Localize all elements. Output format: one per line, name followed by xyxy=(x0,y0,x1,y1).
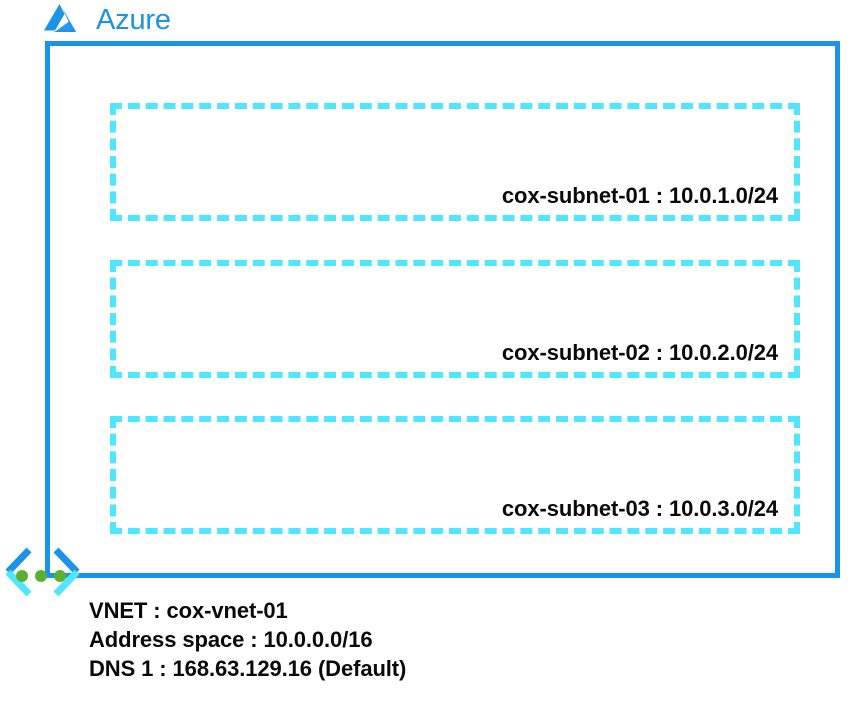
caption-line-dns: DNS 1 : 168.63.129.16 (Default) xyxy=(89,656,407,681)
azure-brand-lockup: Azure xyxy=(42,0,171,40)
subnet-label-1: cox-subnet-01 : 10.0.1.0/24 xyxy=(501,183,778,208)
vnet-container: cox-subnet-01 : 10.0.1.0/24 cox-subnet-0… xyxy=(45,41,840,578)
subnet-label-2: cox-subnet-02 : 10.0.2.0/24 xyxy=(501,340,778,365)
vnet-gateway-connector-icon xyxy=(4,543,90,599)
subnet-label-3: cox-subnet-03 : 10.0.3.0/24 xyxy=(501,496,778,521)
caption-line-vnet: VNET : cox-vnet-01 xyxy=(89,598,288,623)
vnet-caption-block: VNET : cox-vnet-01 Address space : 10.0.… xyxy=(89,596,589,683)
azure-brand-name: Azure xyxy=(96,3,171,36)
subnet-box-2: cox-subnet-02 : 10.0.2.0/24 xyxy=(110,260,800,378)
subnet-box-1: cox-subnet-01 : 10.0.1.0/24 xyxy=(110,103,800,221)
subnet-box-3: cox-subnet-03 : 10.0.3.0/24 xyxy=(110,416,800,534)
azure-logo-icon xyxy=(42,2,88,38)
caption-line-address-space: Address space : 10.0.0.0/16 xyxy=(89,627,373,652)
